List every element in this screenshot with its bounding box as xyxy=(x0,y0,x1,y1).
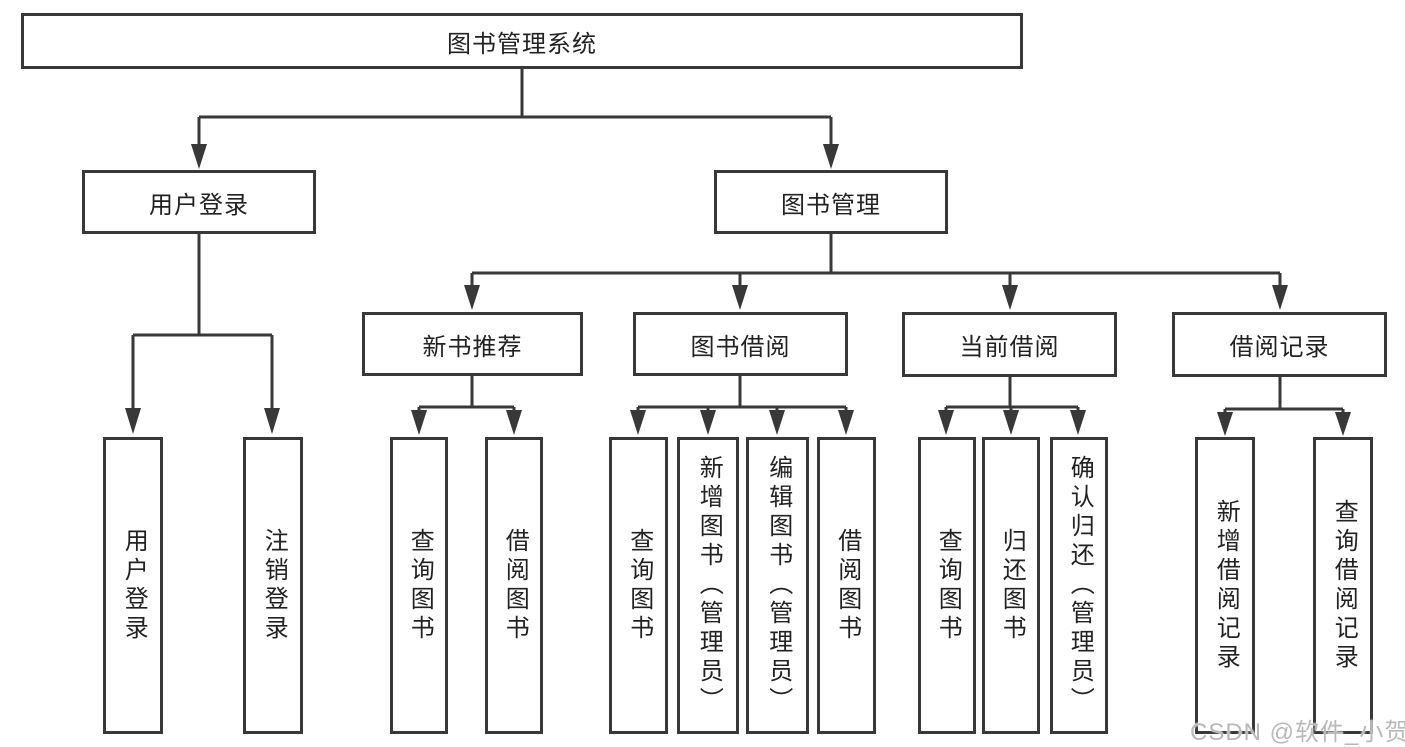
arrowhead xyxy=(191,144,207,169)
arrowhead xyxy=(411,410,427,435)
arrowhead xyxy=(1335,412,1351,436)
node-user-login: 用户登录 xyxy=(82,170,316,234)
connector-user-login xyxy=(131,234,274,410)
node-leaf-br-query: 查询借阅记录 xyxy=(1313,437,1373,734)
arrowhead xyxy=(125,408,141,434)
node-current-borrow: 当前借阅 xyxy=(902,312,1117,377)
connector-current-borrow xyxy=(944,375,1080,412)
arrowhead xyxy=(506,410,522,435)
connector-book-mgmt xyxy=(470,234,1282,287)
arrowhead xyxy=(1002,285,1018,310)
node-leaf-user-login: 用户登录 xyxy=(103,437,163,734)
node-leaf-cb-confirm: 确认归还（管理员） xyxy=(1050,437,1108,734)
arrowhead xyxy=(700,410,716,435)
node-leaf-bb-add: 新增图书（管理员） xyxy=(677,437,739,734)
node-book-borrow: 图书借阅 xyxy=(633,312,848,376)
node-new-book: 新书推荐 xyxy=(362,312,583,376)
node-leaf-bb-query: 查询图书 xyxy=(609,437,668,734)
node-leaf-nb-query: 查询图书 xyxy=(390,437,448,734)
arrowhead xyxy=(823,144,839,169)
node-leaf-bb-edit: 编辑图书（管理员） xyxy=(746,437,809,734)
arrowhead xyxy=(1217,412,1233,436)
arrowhead xyxy=(264,408,280,434)
arrowhead xyxy=(1003,410,1019,435)
node-leaf-nb-borrow: 借阅图书 xyxy=(485,437,543,734)
node-leaf-bb-borrow: 借阅图书 xyxy=(817,437,876,734)
arrowhead xyxy=(630,410,646,435)
node-borrow-record: 借阅记录 xyxy=(1172,312,1387,377)
node-leaf-cb-query: 查询图书 xyxy=(918,437,976,734)
csdn-watermark: CSDN @软件_小贺同学 xyxy=(1190,719,1405,746)
node-book-mgmt: 图书管理 xyxy=(714,170,948,234)
node-root: 图书管理系统 xyxy=(21,13,1023,69)
connector-borrow-record xyxy=(1223,375,1345,414)
arrowhead xyxy=(769,410,785,435)
arrowhead xyxy=(732,285,748,310)
arrowhead xyxy=(838,410,854,435)
node-leaf-br-add: 新增借阅记录 xyxy=(1195,437,1255,734)
arrowhead xyxy=(1272,285,1288,310)
connector-book-borrow xyxy=(636,375,848,412)
arrowhead xyxy=(1070,410,1086,435)
arrowhead xyxy=(938,410,954,435)
node-leaf-cb-return: 归还图书 xyxy=(982,437,1040,734)
connector-root xyxy=(197,68,833,146)
arrowhead xyxy=(464,285,480,310)
node-leaf-logout: 注销登录 xyxy=(243,437,303,734)
connector-new-book xyxy=(417,375,516,412)
